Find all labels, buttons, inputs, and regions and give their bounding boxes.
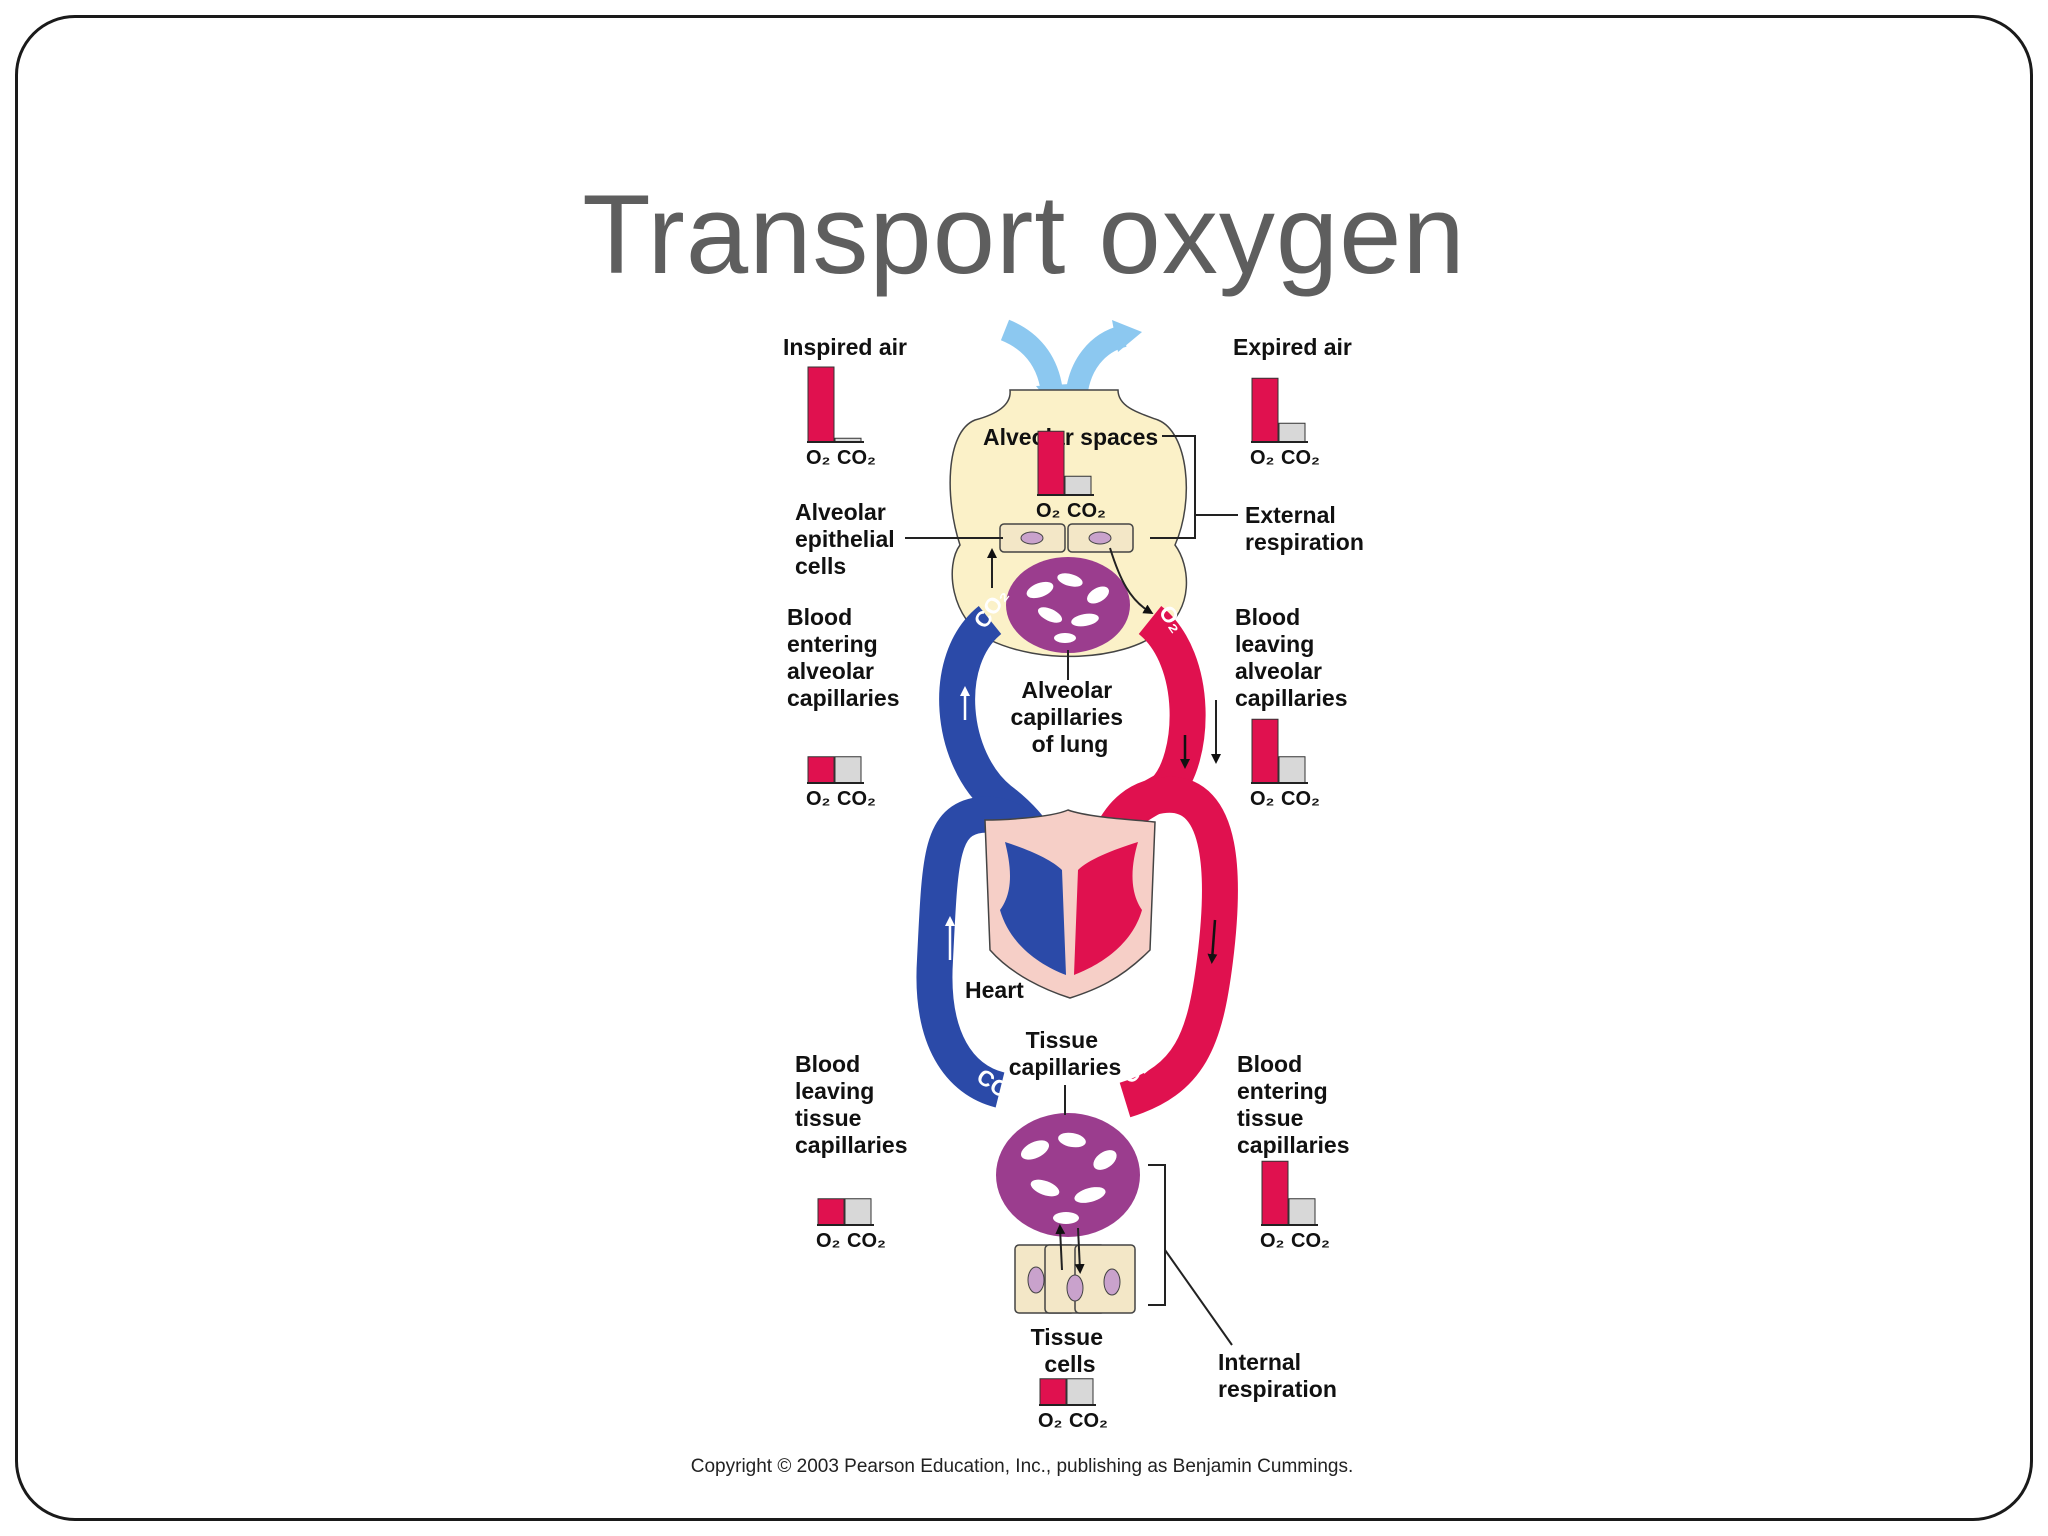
o2-bar — [1251, 718, 1279, 784]
co2-bar — [1278, 422, 1306, 443]
label-expired-air: Expired air — [1233, 334, 1352, 360]
o2-bar-label: O₂ — [1250, 788, 1274, 810]
gas-bar-expired-air: O₂ CO₂ — [1250, 377, 1320, 469]
gas-bar-tissue-cells: O₂ CO₂ — [1038, 1378, 1108, 1432]
o2-bar — [817, 1198, 845, 1226]
o2-bar-label: O₂ — [1036, 500, 1060, 522]
label-alveolar-capillaries-of-lung: Alveolar capillaries of lung — [1011, 677, 1130, 757]
gas-bar-blood-leaving-tissue: O₂ CO₂ — [816, 1198, 886, 1252]
label-blood-entering-tissue: Blood entering tissue capillaries — [1237, 1051, 1350, 1158]
gas-exchange-arrows — [987, 547, 1221, 1274]
o2-bar-label: O₂ — [1260, 1230, 1284, 1252]
co2-bar — [1288, 1198, 1316, 1226]
co2-bar-label: CO₂ — [1281, 788, 1320, 810]
o2-bar — [807, 756, 835, 784]
co2-bar-label: CO₂ — [837, 788, 876, 810]
co2-bar-label: CO₂ — [1291, 1230, 1330, 1252]
gas-bar-inspired-air: O₂ CO₂ — [806, 366, 876, 469]
o2-bar-label: O₂ — [806, 447, 830, 469]
o2-bar-label: O₂ — [806, 788, 830, 810]
o2-bar-label: O₂ — [1038, 1410, 1062, 1432]
label-blood-entering-alveolar: Blood entering alveolar capillaries — [787, 604, 900, 711]
co2-bar — [1066, 1378, 1094, 1406]
tissue-capillary-network — [996, 1113, 1140, 1237]
label-tissue-cells: Tissue cells — [1031, 1324, 1110, 1377]
co2-bar — [1064, 475, 1092, 496]
label-heart: Heart — [965, 977, 1024, 1003]
label-tissue-capillaries: Tissue capillaries — [1009, 1027, 1122, 1080]
slide-title: Transport oxygen — [582, 172, 1466, 297]
o2-bar — [1251, 377, 1279, 443]
label-inspired-air: Inspired air — [783, 334, 907, 360]
o2-bar-label: O₂ — [1250, 447, 1274, 469]
gas-level-bars: O₂ CO₂ O₂ CO₂ O₂ CO₂ O₂ CO₂ O₂ CO₂ O₂ CO₂ O₂ CO₂ O₂ CO₂ — [806, 366, 1330, 1432]
o2-bar — [1037, 430, 1065, 496]
tissue-cells — [1014, 1244, 1136, 1314]
co2-bar-label: CO₂ — [1069, 1410, 1108, 1432]
label-alveolar-spaces: Alveolar spaces — [983, 424, 1158, 450]
gas-bar-blood-entering-alveolar: O₂ CO₂ — [806, 756, 876, 810]
gas-bar-blood-entering-tissue: O₂ CO₂ — [1260, 1160, 1330, 1252]
co2-bar-label: CO₂ — [1067, 500, 1106, 522]
label-alveolar-epithelial-cells: Alveolar epithelial cells — [795, 499, 901, 579]
co2-bar — [844, 1198, 872, 1226]
o2-bar-label: O₂ — [816, 1230, 840, 1252]
label-blood-leaving-tissue: Blood leaving tissue capillaries — [795, 1051, 908, 1158]
o2-bar — [807, 366, 835, 443]
co2-bar — [834, 756, 862, 784]
co2-bar-label: CO₂ — [1281, 447, 1320, 469]
right-heart — [1000, 842, 1066, 975]
left-heart — [1074, 842, 1142, 975]
heart — [984, 809, 1156, 999]
co2-bar-label: CO₂ — [847, 1230, 886, 1252]
label-external-respiration: External respiration — [1245, 502, 1364, 555]
gas-bar-blood-leaving-alveolar: O₂ CO₂ — [1250, 718, 1320, 810]
copyright-notice: Copyright © 2003 Pearson Education, Inc.… — [691, 1456, 1353, 1477]
leader-lines — [905, 435, 1238, 1346]
label-internal-respiration: Internal respiration — [1218, 1349, 1337, 1402]
o2-bar — [1261, 1160, 1289, 1226]
label-blood-leaving-alveolar: Blood leaving alveolar capillaries — [1235, 604, 1348, 711]
alveolar-capillary-network — [1006, 557, 1130, 653]
gas-bar-alveolar-spaces: O₂ CO₂ — [1036, 430, 1106, 522]
o2-bar — [1039, 1378, 1067, 1406]
co2-bar-label: CO₂ — [837, 447, 876, 469]
co2-bar — [1278, 756, 1306, 784]
inhale-arrow — [1000, 319, 1063, 394]
